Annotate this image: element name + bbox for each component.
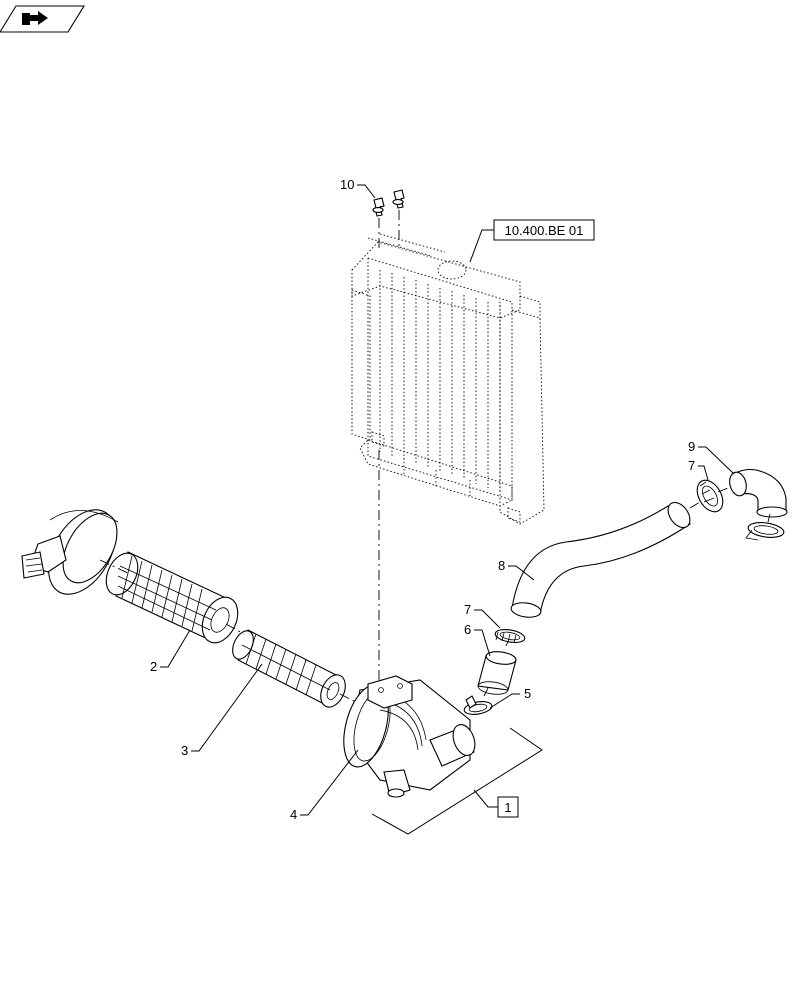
hose-clamp-5 <box>463 695 493 715</box>
callout-7-lower: 7 <box>464 602 471 617</box>
reference-box-label: 10.400.BE 01 <box>505 223 584 238</box>
callout-leaders <box>160 184 735 816</box>
reference-leader <box>469 229 494 263</box>
filter-safety-element <box>232 629 346 708</box>
callout-9: 9 <box>688 439 695 454</box>
navigation-arrow-icon[interactable] <box>0 5 85 33</box>
callout-10: 10 <box>340 177 354 192</box>
air-cleaner-cover <box>21 509 119 595</box>
bolt-10a <box>372 197 385 217</box>
radiator-reference <box>351 233 545 525</box>
callout-3: 3 <box>181 743 188 758</box>
reference-box[interactable]: 10.400.BE 01 <box>493 219 595 241</box>
callout-8: 8 <box>498 558 505 573</box>
callout-4: 4 <box>290 807 297 822</box>
callout-labels: 10 9 7 8 7 6 5 2 3 4 <box>150 177 695 822</box>
group-box-leader <box>473 789 498 808</box>
group-box-label: 1 <box>504 800 511 815</box>
bolt-10b <box>392 189 405 209</box>
hose-6 <box>477 651 517 695</box>
callout-5: 5 <box>524 686 531 701</box>
elbow-9 <box>729 468 788 518</box>
filter-primary-element <box>105 551 239 644</box>
group-box[interactable]: 1 <box>497 796 519 818</box>
callout-6: 6 <box>464 622 471 637</box>
hose-clamp-extra <box>745 522 785 541</box>
intake-hose-8 <box>510 501 691 618</box>
callout-2: 2 <box>150 659 157 674</box>
hose-clamp-7-upper <box>696 479 724 513</box>
callout-7-upper: 7 <box>688 458 695 473</box>
hose-clamp-7-lower <box>494 628 526 644</box>
air-cleaner-housing <box>343 675 476 798</box>
